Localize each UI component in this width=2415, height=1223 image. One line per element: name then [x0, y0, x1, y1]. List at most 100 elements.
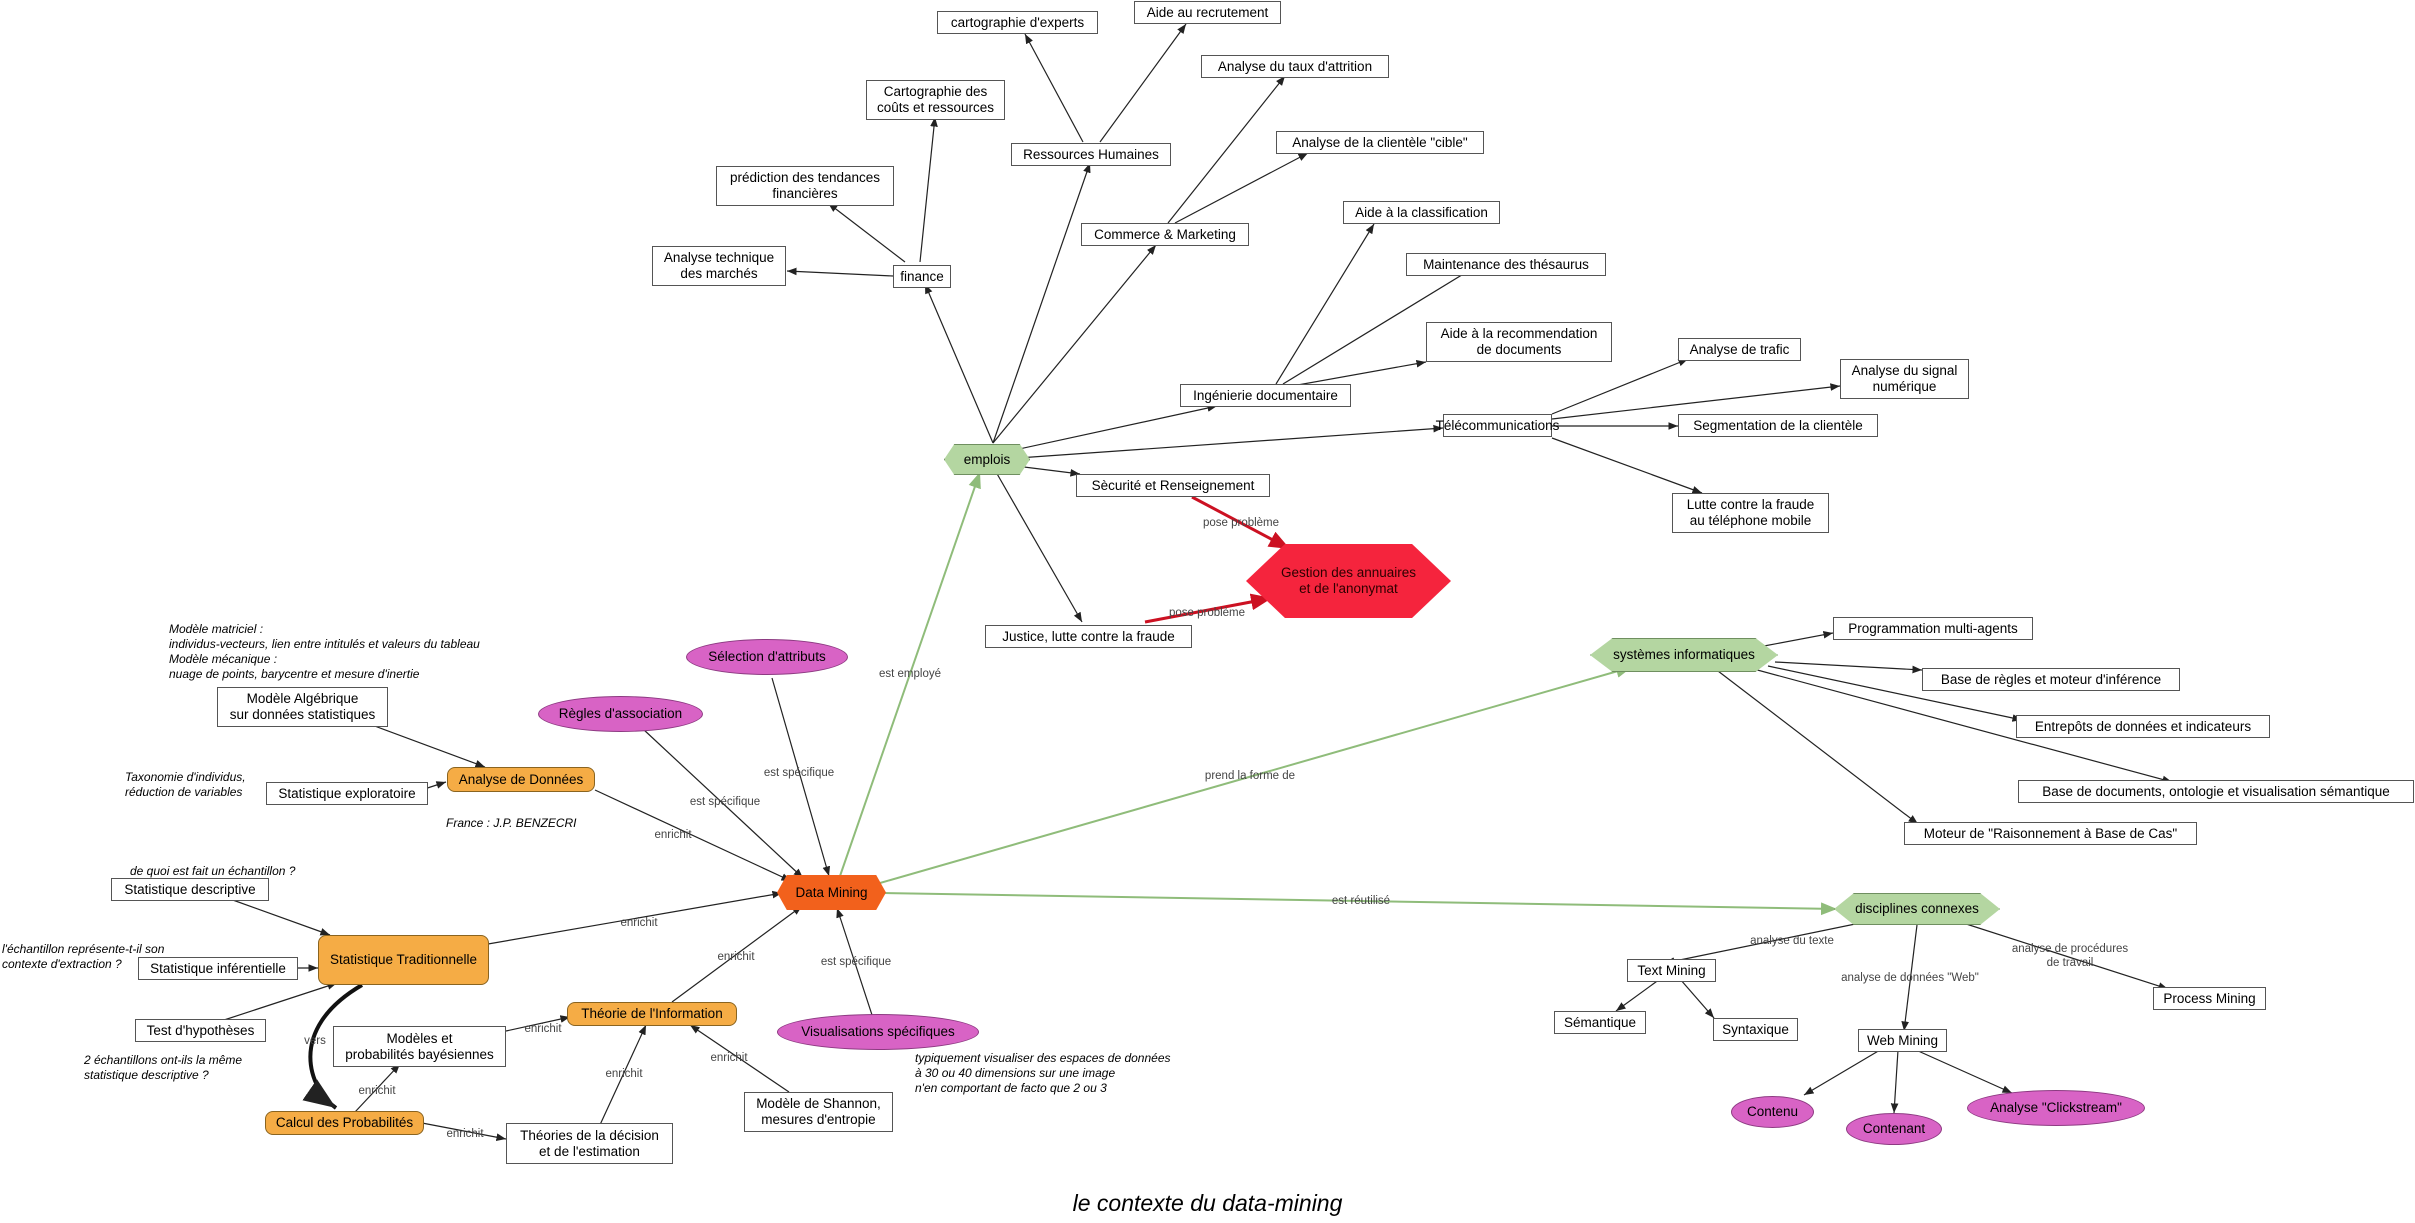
edge [1901, 924, 1918, 1032]
node-cartographie-experts[interactable]: cartographie d'experts [937, 11, 1098, 34]
node-theories-decision[interactable]: Théories de la décision et de l'estimati… [506, 1123, 673, 1164]
edge [1191, 495, 1291, 551]
node-moteur-rbc[interactable]: Moteur de "Raisonnement à Base de Cas" [1904, 822, 2197, 845]
node-aide-classification[interactable]: Aide à la classification [1343, 201, 1500, 224]
edge-label-analyse-texte: analyse du texte [1750, 935, 1834, 947]
edge [839, 471, 981, 877]
edge [1717, 670, 1919, 825]
edge [771, 677, 831, 877]
node-ingenierie-documentaire[interactable]: Ingénierie documentaire [1180, 384, 1351, 407]
node-finance[interactable]: finance [893, 265, 951, 288]
node-disciplines-connexes[interactable]: disciplines connexes [1834, 893, 2000, 925]
note-modele-matriciel: Modèle matriciel : individus-vecteurs, l… [169, 622, 480, 681]
node-analyse-technique[interactable]: Analyse technique des marchés [652, 246, 786, 286]
node-emplois[interactable]: emplois [944, 444, 1030, 475]
node-base-regles[interactable]: Base de règles et moteur d'inférence [1922, 668, 2180, 691]
node-maintenance-thesaurus[interactable]: Maintenance des thésaurus [1406, 253, 1606, 276]
node-aide-recrutement[interactable]: Aide au recrutement [1134, 1, 1281, 24]
node-lutte-fraude[interactable]: Lutte contre la fraude au téléphone mobi… [1672, 493, 1829, 533]
node-commerce-marketing[interactable]: Commerce & Marketing [1081, 223, 1249, 246]
node-test-hypotheses[interactable]: Test d'hypothèses [135, 1019, 266, 1042]
node-contenu[interactable]: Contenu [1731, 1096, 1814, 1128]
node-theorie-information[interactable]: Théorie de l'Information [567, 1002, 737, 1026]
edge-label-pose-probleme: pose problème [1202, 517, 1280, 529]
node-analyse-attrition[interactable]: Analyse du taux d'attrition [1201, 55, 1389, 78]
node-text-mining[interactable]: Text Mining [1627, 959, 1716, 982]
edge [487, 890, 783, 945]
edge-label-enrichit: enrichit [717, 951, 755, 963]
node-statistique-inferentielle[interactable]: Statistique inférentielle [138, 957, 298, 980]
node-statistique-descriptive[interactable]: Statistique descriptive [111, 878, 269, 901]
node-statistique-exploratoire[interactable]: Statistique exploratoire [266, 782, 428, 805]
edge [1664, 921, 1866, 965]
node-systemes-info[interactable]: systèmes informatiques [1590, 638, 1778, 672]
edge-label-enrichit: enrichit [654, 829, 692, 841]
edge-label-analyse-web: analyse de données "Web" [1841, 972, 1979, 984]
node-prediction-tendances[interactable]: prédiction des tendances financières [716, 166, 894, 206]
node-gestion-annuaires[interactable]: Gestion des annuaires et de l'anonymat [1246, 544, 1451, 618]
edge [371, 724, 486, 768]
node-analyse-clientele[interactable]: Analyse de la clientèle "cible" [1276, 131, 1484, 154]
node-entrepots[interactable]: Entrepôts de données et indicateurs [2016, 715, 2270, 738]
node-visualisations[interactable]: Visualisations spécifiques [777, 1014, 979, 1050]
note-echantillon-fait: de quoi est fait un échantillon ? [130, 864, 296, 878]
node-cartographie-couts[interactable]: Cartographie des coûts et ressources [866, 80, 1005, 120]
edge [220, 982, 338, 1022]
edge-label-enrichit: enrichit [605, 1068, 643, 1080]
node-calcul-probabilites[interactable]: Calcul des Probabilités [265, 1111, 424, 1135]
edge-label-enrichit: enrichit [524, 1023, 562, 1035]
node-selection-attributs[interactable]: Sélection d'attributs [686, 639, 848, 675]
edge [1679, 978, 1715, 1019]
node-segmentation-clientele[interactable]: Segmentation de la clientèle [1678, 414, 1878, 437]
edge [883, 892, 1838, 916]
node-analyse-signal[interactable]: Analyse du signal numérique [1840, 359, 1969, 399]
edge [229, 898, 331, 936]
edge [879, 665, 1633, 884]
edge [992, 162, 1091, 444]
node-analyse-donnees[interactable]: Analyse de Données [447, 767, 595, 792]
node-modele-shannon[interactable]: Modèle de Shannon, mesures d'entropie [744, 1092, 893, 1132]
edge [598, 1024, 647, 1128]
edge-label-analyse-procedures: analyse de procédures de travail [2011, 943, 2129, 969]
edge-label-est-specifique: est spécifique [689, 796, 761, 808]
edge [995, 471, 1083, 623]
edge [1803, 1049, 1881, 1096]
node-analyse-trafic[interactable]: Analyse de trafic [1678, 338, 1801, 361]
node-process-mining[interactable]: Process Mining [2153, 987, 2266, 1010]
edge [689, 1024, 790, 1093]
node-statistique-traditionnelle[interactable]: Statistique Traditionnelle [318, 935, 489, 985]
edge [1767, 665, 2023, 722]
edge [1291, 359, 1427, 387]
edge-label-est-reutilise: est réutilisé [1331, 895, 1391, 907]
node-programmation-agents[interactable]: Programmation multi-agents [1833, 617, 2033, 640]
edge [919, 116, 938, 263]
edge-label-vers: vers [304, 1035, 326, 1047]
node-contenant[interactable]: Contenant [1846, 1113, 1942, 1145]
node-data-mining[interactable]: Data Mining [777, 875, 886, 910]
node-modele-algebrique[interactable]: Modèle Algébrique sur données statistiqu… [217, 687, 388, 727]
edge [1915, 1049, 2013, 1094]
node-telecommunications[interactable]: Télécommunications [1436, 414, 1559, 437]
node-semantique[interactable]: Sémantique [1554, 1011, 1646, 1034]
edge [1017, 424, 1444, 459]
note-taxonomie: Taxonomie d'individus, réduction de vari… [125, 770, 246, 799]
node-ressources-humaines[interactable]: Ressources Humaines [1011, 143, 1171, 166]
node-securite[interactable]: Sècurité et Renseignement [1076, 474, 1270, 497]
edge [1890, 1049, 1899, 1114]
node-web-mining[interactable]: Web Mining [1858, 1029, 1947, 1052]
edge-label-est-employe: est employé [878, 668, 942, 680]
edge [1174, 152, 1309, 224]
node-syntaxique[interactable]: Syntaxique [1713, 1018, 1798, 1041]
node-justice[interactable]: Justice, lutte contre la fraude [985, 625, 1192, 648]
edge [1144, 593, 1273, 624]
node-base-documents[interactable]: Base de documents, ontologie et visualis… [2018, 780, 2414, 803]
edge [1099, 23, 1187, 143]
node-analyse-clickstream[interactable]: Analyse "Clickstream" [1967, 1090, 2145, 1126]
edge [671, 905, 803, 1003]
node-regles-association[interactable]: Règles d'association [538, 696, 703, 732]
edge [786, 267, 894, 277]
node-modeles-bayesiens[interactable]: Modèles et probabilités bayésiennes [333, 1026, 506, 1067]
node-aide-recommandation[interactable]: Aide à la recommendation de documents [1426, 322, 1612, 362]
edge [1615, 978, 1661, 1012]
